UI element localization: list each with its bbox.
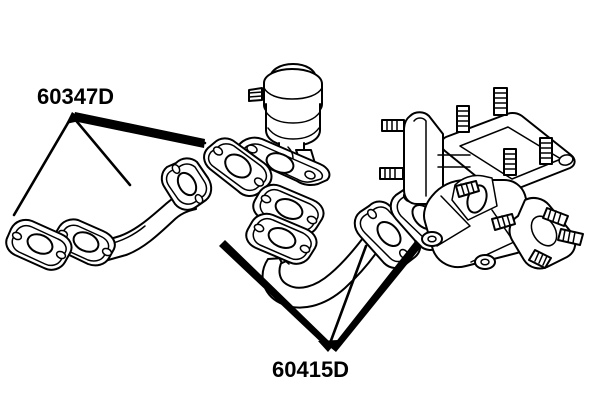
- gasket-lower-left-top-hole-2: [306, 215, 318, 225]
- gasket-upper-right-hole-1: [212, 146, 224, 156]
- gasket-upper-left-hole-2: [55, 250, 67, 260]
- callout-60415d-leader-2: [327, 244, 368, 348]
- pipe-upper-left-port: [72, 231, 100, 253]
- label-60415d: 60415D: [272, 357, 349, 382]
- callout-60347d: 60347D: [12, 84, 207, 217]
- pipe-lower-right-port: [376, 220, 402, 248]
- egr-valve-gusset: [287, 146, 294, 159]
- gasket-upper-left-port: [26, 233, 54, 255]
- manifold-left-riser-edge: [413, 117, 427, 197]
- callout-60415d: 60415D: [219, 240, 422, 382]
- gasket-lower-left-top-port: [274, 198, 304, 220]
- callout-60347d-leader-1: [12, 114, 74, 217]
- egr-valve-bolt-hole-2: [304, 170, 316, 180]
- manifold-stud-left-upper: [381, 119, 405, 132]
- gasket-lower-left-bottom-hole-2: [299, 244, 311, 254]
- egr-valve-nipple-ribs: [248, 91, 263, 98]
- exhaust-pipe-upper: [52, 157, 213, 267]
- egr-valve-flange-port: [265, 152, 295, 174]
- manifold-mount-eye-bottom-hole: [480, 258, 490, 266]
- egr-valve-band-2: [265, 111, 321, 124]
- pipe-upper-right-port: [176, 171, 198, 197]
- manifold-stud-top-center: [493, 87, 508, 116]
- manifold-stud-right-c: [528, 249, 552, 269]
- manifold-stud-top-left: [456, 105, 470, 133]
- manifold-stud-right-a: [542, 207, 569, 227]
- manifold-stud-top-right: [539, 137, 553, 165]
- pipe-lower-right-bolt-1: [366, 208, 378, 220]
- gasket-upper-right-port: [224, 153, 252, 179]
- manifold-web-brace-1: [436, 195, 471, 247]
- pipe-upper-right-bolt-1: [171, 163, 181, 175]
- manifold-top-boss: [558, 154, 574, 166]
- manifold-stud-right-b: [557, 228, 584, 246]
- manifold-stud-center-lower: [491, 213, 516, 231]
- egr-valve-band-3: [267, 127, 320, 140]
- callout-60347d-leader-3-thick: [73, 112, 205, 148]
- callout-60415d-leader-3: [331, 240, 422, 352]
- pipe-upper-right-bolt-2: [194, 193, 204, 205]
- egr-valve-nipple: [248, 87, 263, 102]
- gasket-lower-left-top: [252, 183, 325, 236]
- label-60347d: 60347D: [37, 84, 114, 109]
- manifold-stud-center-upper: [455, 180, 480, 198]
- manifold-right-boss-hole: [530, 215, 558, 247]
- gasket-upper-right-hole-2: [253, 177, 265, 187]
- egr-valve: [234, 63, 331, 186]
- intake-manifold: [379, 87, 584, 270]
- gasket-lower-left-top-hole-1: [260, 194, 272, 204]
- callout-60347d-leader-2: [71, 115, 132, 187]
- pipe-upper-tube: [96, 190, 197, 263]
- gasket-upper-left-hole-1: [11, 231, 23, 241]
- callout-60415d-leader-1: [219, 240, 332, 348]
- manifold-stud-left-lower: [379, 167, 404, 180]
- manifold-stud-top-mid: [503, 148, 517, 176]
- pipe-upper-left-bolt-2: [101, 247, 113, 257]
- gasket-lower-left-bottom: [245, 212, 318, 265]
- egr-valve-band-1: [263, 87, 323, 100]
- gasket-lower-left-bottom-port: [267, 227, 297, 249]
- gasket-upper-left: [5, 218, 73, 271]
- manifold-mount-eye-left-hole: [427, 235, 437, 243]
- gasket-lower-left-bottom-hole-1: [253, 223, 265, 233]
- manifold-rib-lines: [437, 154, 471, 168]
